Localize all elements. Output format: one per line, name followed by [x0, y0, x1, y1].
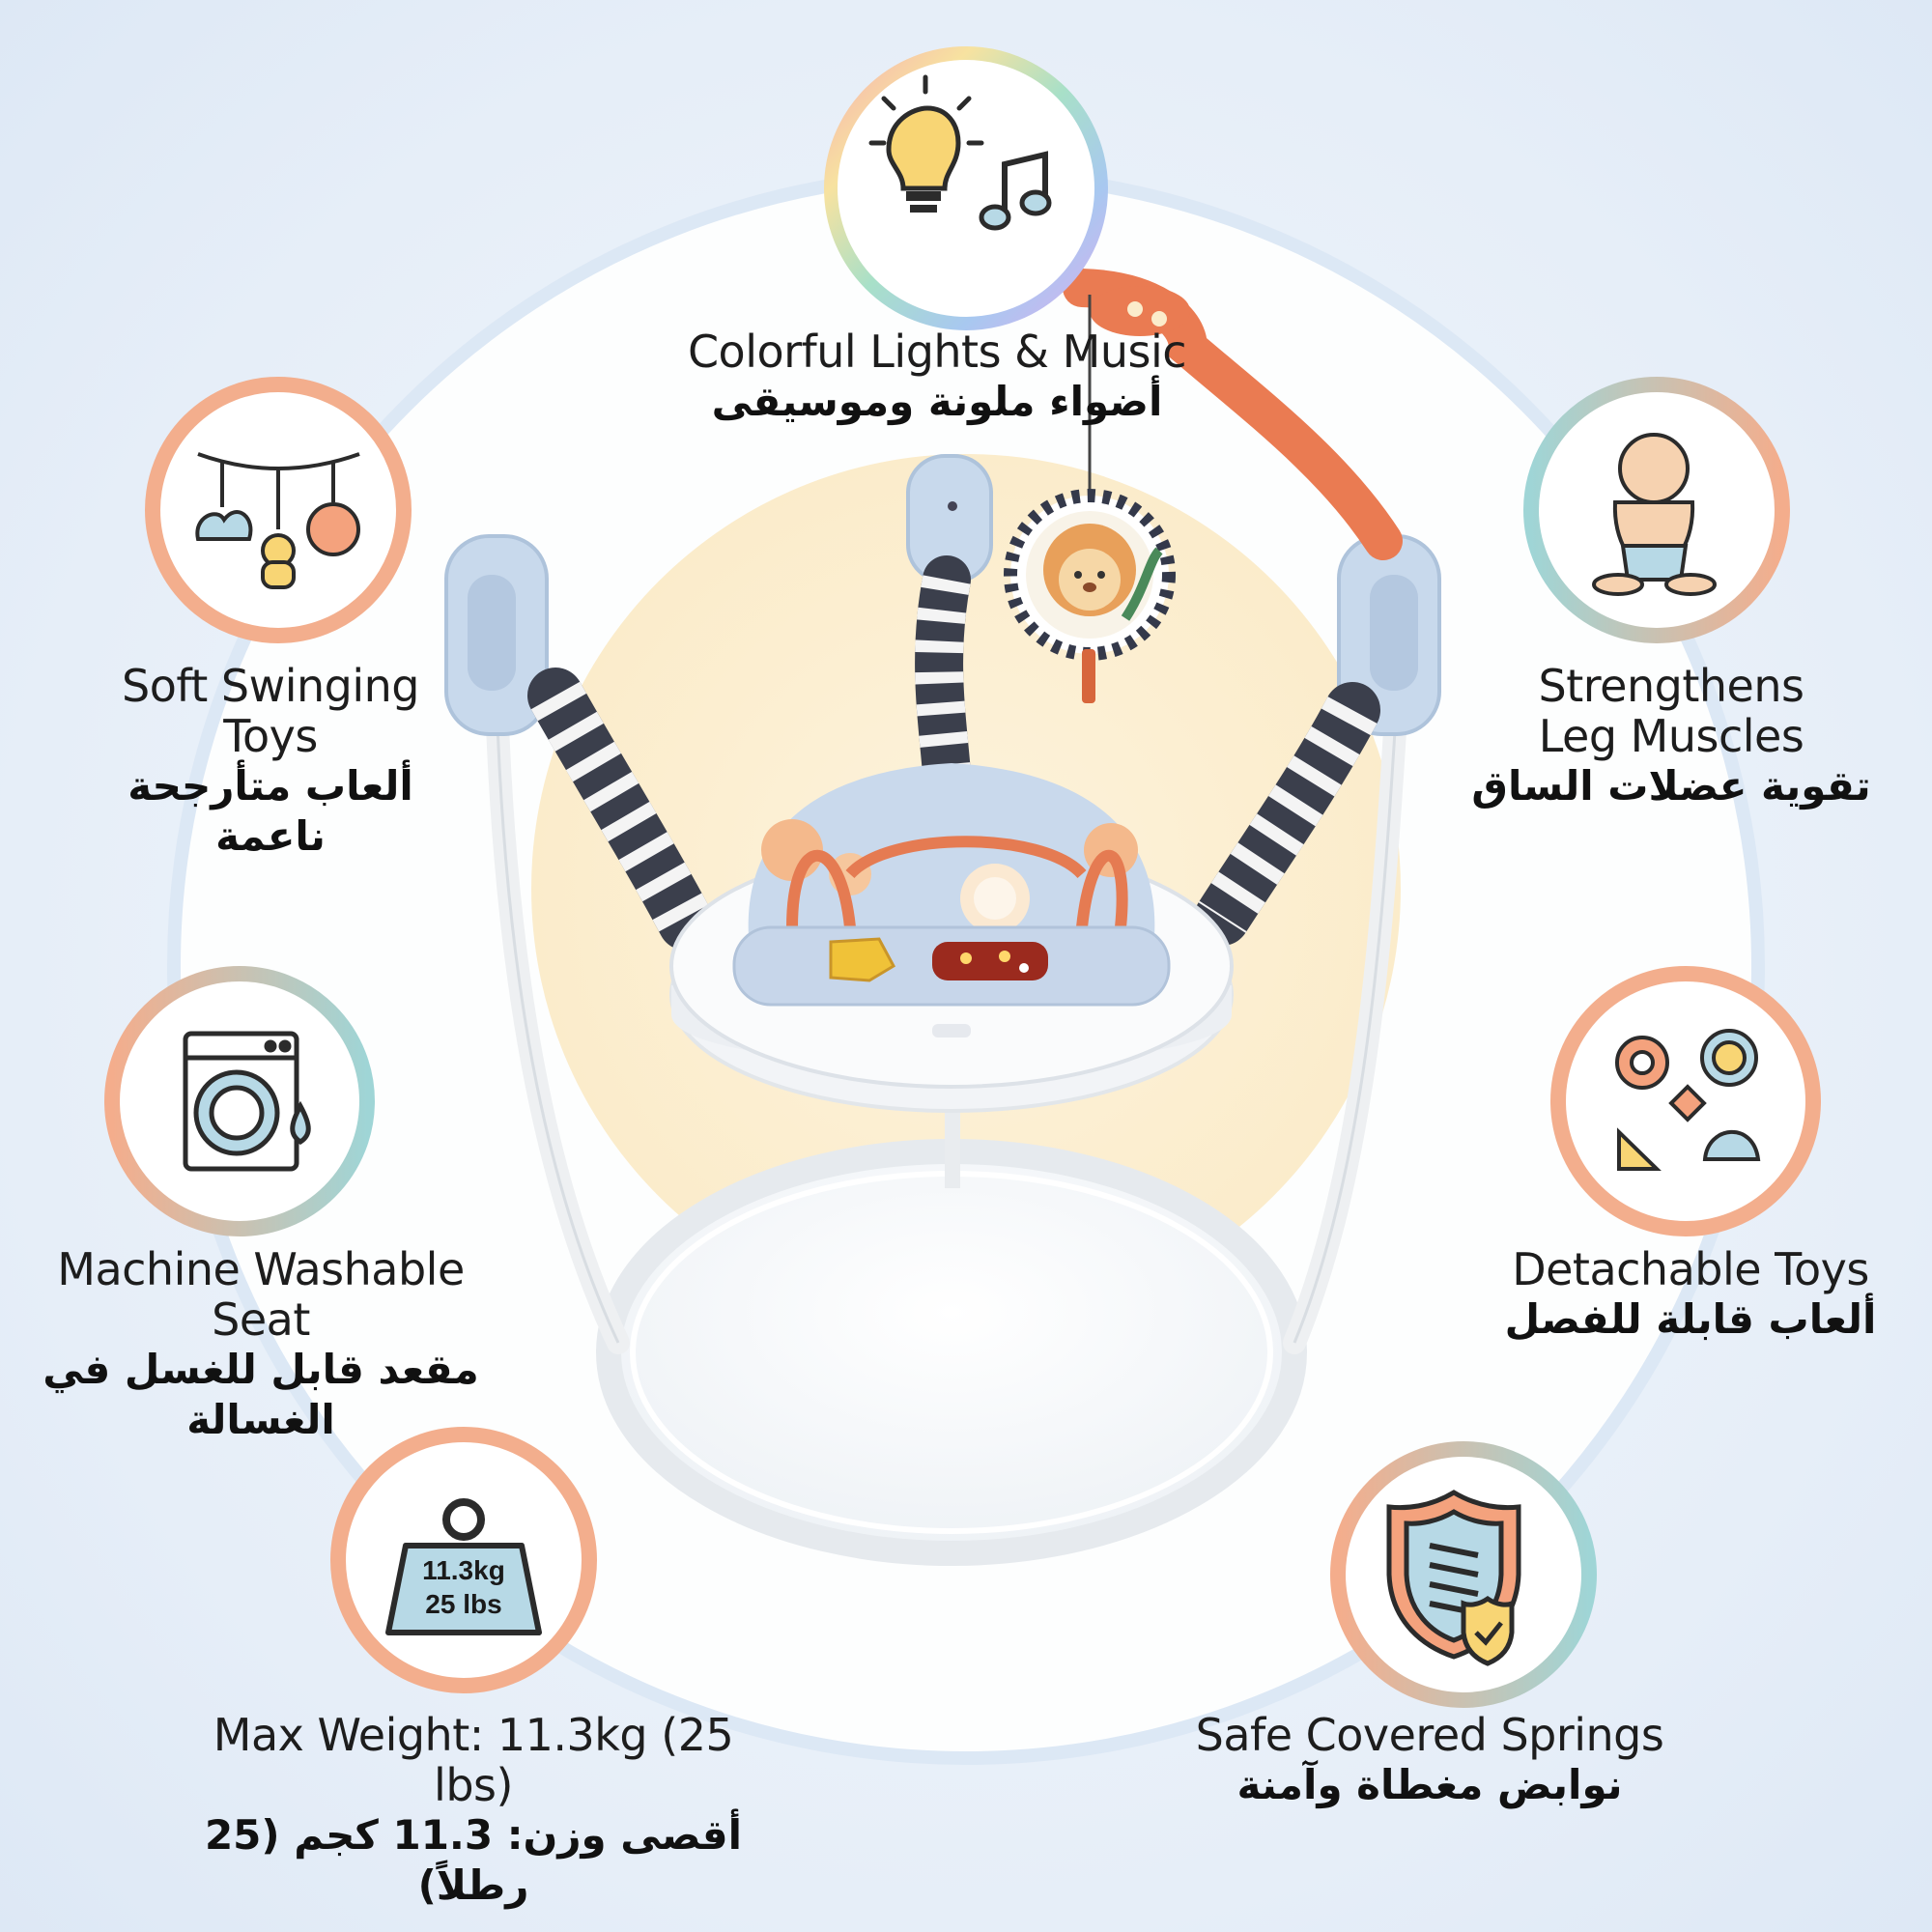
jumper-seat [669, 763, 1234, 1113]
feature-covered-springs: Safe Covered Springs نوابض مغطاة وآمنة [1188, 1710, 1671, 1810]
feature-detachable-toys-ar: ألعاب قابلة للفصل [1504, 1295, 1877, 1343]
feature-covered-springs-ar: نوابض مغطاة وآمنة [1236, 1761, 1623, 1808]
washable-seat-bubble [104, 966, 375, 1236]
covered-springs-bubble [1330, 1441, 1597, 1708]
feature-detachable-toys-en: Detachable Toys [1512, 1243, 1869, 1295]
left-spring-cover [527, 668, 714, 951]
max-weight-bubble: 11.3kg 25 lbs [330, 1427, 597, 1693]
feature-washable-seat: Machine Washable Seat مقعد قابل للغسل في… [19, 1244, 502, 1445]
lights-music-bubble [824, 46, 1108, 330]
feature-max-weight-ar: أقصى وزن: 11.3 كجم (25 رطلاً) [204, 1811, 743, 1909]
baby-jumper-illustration [444, 269, 1441, 1566]
feature-washable-seat-ar: مقعد قابل للغسل في الغسالة [43, 1346, 479, 1443]
jumper-base [596, 1139, 1307, 1566]
sitting-baby-icon [1592, 433, 1717, 596]
lightbulb-icon [868, 74, 984, 213]
feature-lights-music-ar: أضواء ملونة وموسيقى [711, 378, 1163, 425]
yellow-toy [829, 937, 895, 982]
feature-leg-muscles: Strengthens Leg Muscles تقوية عضلات السا… [1449, 661, 1893, 811]
leg-muscles-bubble [1523, 377, 1790, 643]
feature-detachable-toys: Detachable Toys ألعاب قابلة للفصل [1478, 1244, 1903, 1345]
right-spring-cover [1194, 682, 1380, 946]
feature-lights-music-en: Colorful Lights & Music [687, 326, 1187, 378]
weight-kg-label: 11.3kg [422, 1555, 505, 1585]
feature-max-weight: Max Weight: 11.3kg (25 lbs) أقصى وزن: 11… [174, 1710, 773, 1911]
feature-covered-springs-en: Safe Covered Springs [1195, 1709, 1664, 1761]
feature-lights-music: Colorful Lights & Music أضواء ملونة وموس… [667, 327, 1208, 427]
feature-leg-muscles-ar: تقوية عضلات الساق [1471, 762, 1871, 810]
feature-swinging-toys: Soft Swinging Toys ألعاب متأرجحة ناعمة [68, 661, 473, 862]
lion-mirror-toy [1004, 489, 1176, 703]
shape-toys-icon [1615, 1029, 1761, 1171]
feature-swinging-toys-ar: ألعاب متأرجحة ناعمة [128, 762, 413, 860]
music-note-icon [979, 151, 1052, 231]
weight-icon: 11.3kg 25 lbs [385, 1498, 542, 1635]
hanging-toys-icon [195, 452, 360, 589]
back-spring-cover [915, 555, 971, 797]
washing-machine-icon [183, 1031, 311, 1172]
weight-lbs-label: 25 lbs [425, 1589, 501, 1619]
light-panel [932, 942, 1048, 980]
feature-swinging-toys-en: Soft Swinging Toys [122, 660, 419, 762]
feature-washable-seat-en: Machine Washable Seat [57, 1243, 465, 1346]
feature-leg-muscles-en: Strengthens Leg Muscles [1538, 660, 1804, 762]
detachable-toys-bubble [1550, 966, 1821, 1236]
shield-spring-icon [1386, 1490, 1521, 1666]
feature-max-weight-en: Max Weight: 11.3kg (25 lbs) [213, 1709, 734, 1811]
swinging-toys-bubble [145, 377, 412, 643]
